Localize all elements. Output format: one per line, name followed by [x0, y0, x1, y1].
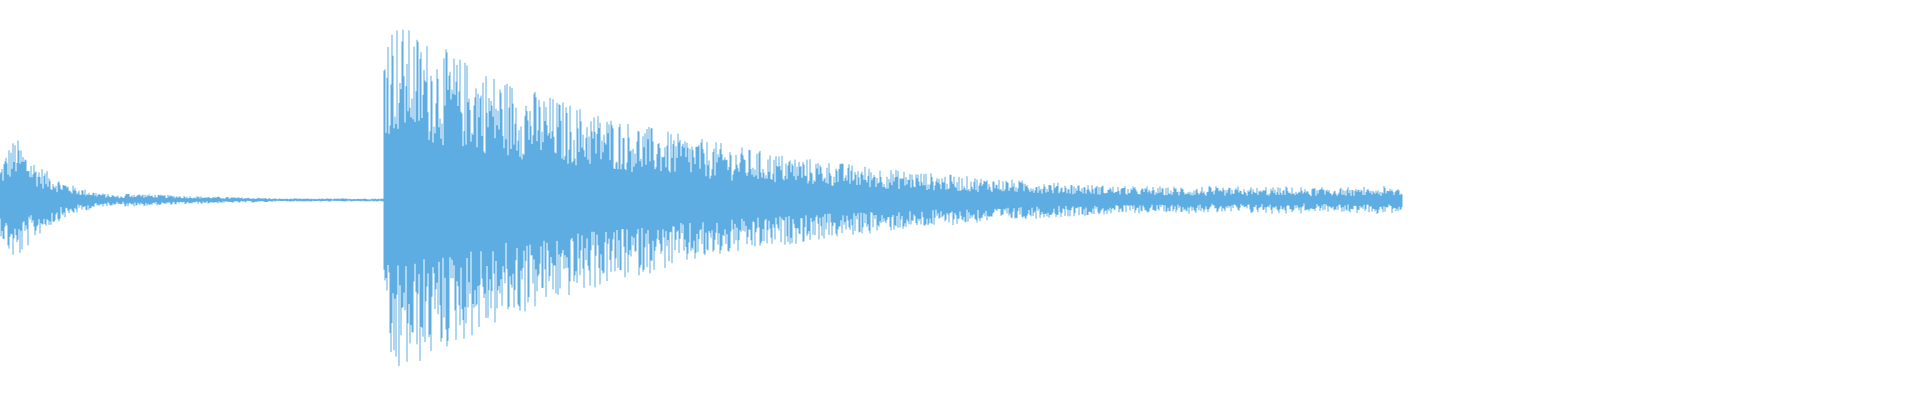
- waveform-hit-2: [383, 29, 1403, 367]
- waveform-path-group: [0, 29, 1403, 367]
- waveform-tail-1: [124, 193, 270, 207]
- waveform-burst-1: [0, 140, 126, 255]
- waveform-silence: [268, 198, 385, 202]
